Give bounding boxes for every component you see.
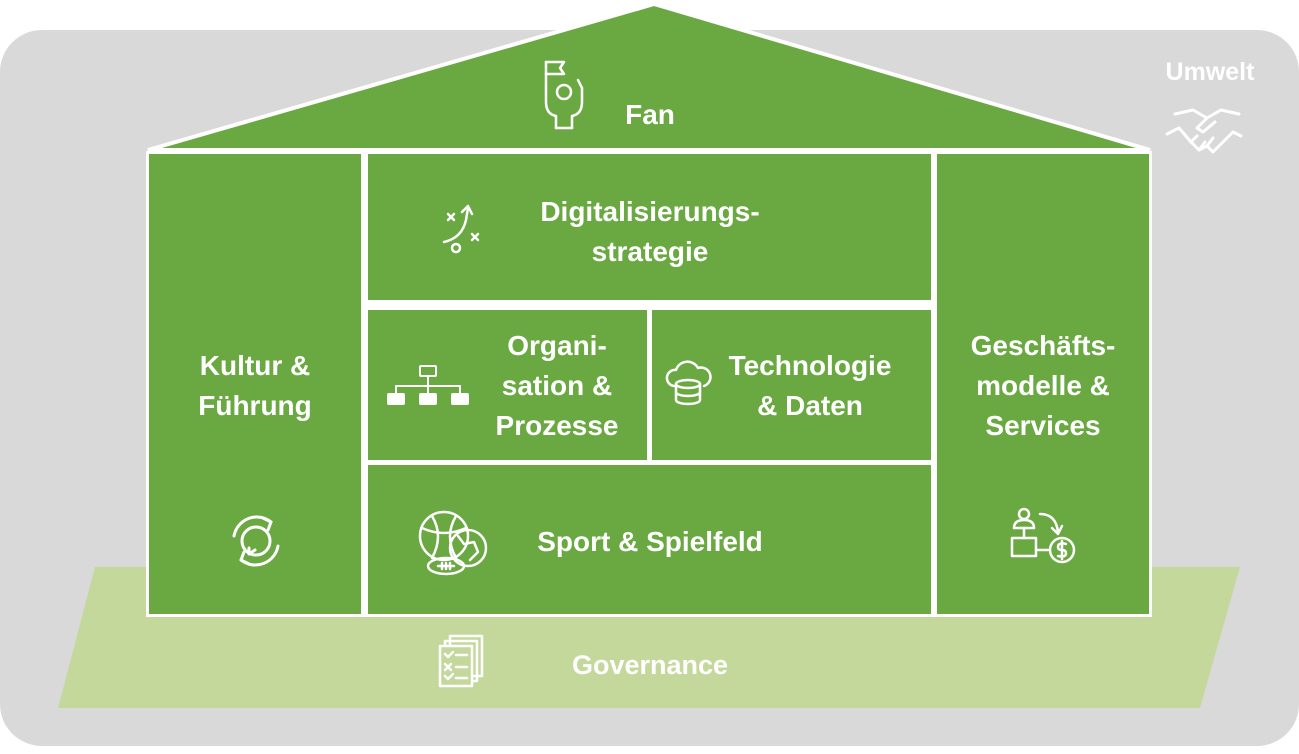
room-strategy-line1: Digitalisierungs- [540,196,760,227]
room-organisation-line1: Organi- [507,330,607,361]
room-organisation-line2: sation & [501,370,613,401]
roof-fan [147,1,1151,152]
room-strategy-line2: strategie [591,236,709,267]
foundation-label: Governance [571,650,729,680]
room-organisation-line3: Prozesse [495,410,619,441]
handshake-icon [1163,98,1245,160]
sport-balls-icon [414,508,494,578]
strategy-play-icon [438,202,488,258]
room-sport-label: Sport & Spielfeld [537,526,763,557]
pillar-left [149,154,361,614]
pillar-right [937,154,1149,614]
pillar-left-line2: Führung [198,390,312,421]
room-strategy-label: Digitalisierungs- strategie [500,192,800,272]
org-chart-icon [386,362,470,410]
room-technology-line1: Technologie [728,350,892,381]
pillar-left-line1: Kultur & [199,350,311,381]
pillar-right-line1: Geschäfts- [970,330,1116,361]
roof-label: Fan [625,99,675,130]
room-technology-line2: & Daten [757,390,863,421]
room-strategy [368,154,931,300]
refresh-cycle-icon [225,510,287,572]
business-model-icon [1006,506,1082,572]
environment-label: Umwelt [1165,58,1255,86]
room-organisation-label: Organi- sation & Prozesse [472,326,642,446]
pillar-right-line2: modelle & [976,370,1110,401]
checklist-documents-icon [436,632,488,690]
pillar-left-label: Kultur & Führung [149,346,361,426]
pillar-right-label: Geschäfts- modelle & Services [937,326,1149,446]
fan-flag-icon [538,58,590,130]
room-technology-label: Technologie & Daten [700,346,920,426]
pillar-right-line3: Services [985,410,1101,441]
cloud-database-icon [664,360,712,406]
